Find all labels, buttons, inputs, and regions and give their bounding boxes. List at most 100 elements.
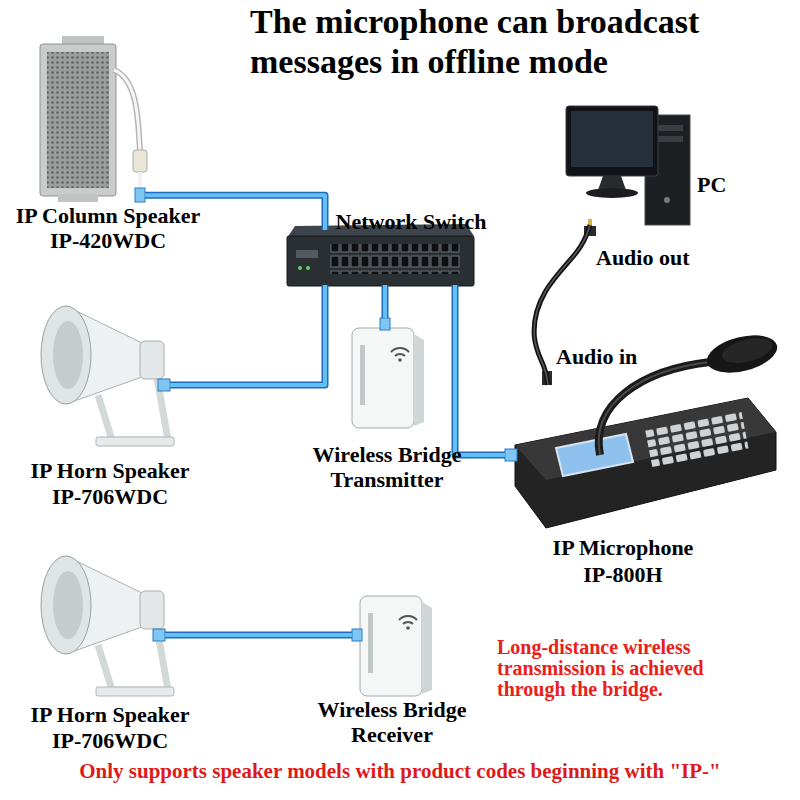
monitor-base [586,188,638,198]
horn-speaker: IP Horn SpeakerIP-706WDC [40,560,165,695]
wireless-bridge: Wireless Bridge Transmitter [345,318,425,430]
audio-cable [534,225,590,385]
switch-front [287,236,474,286]
device-label: IP Horn Speaker [31,458,190,483]
wifi-arc [395,354,405,356]
monitor-stand [598,176,626,190]
network-cable [170,285,325,385]
speaker-grill [47,52,109,188]
diagram-title: The microphone can broadcast messages in… [250,2,770,82]
horn-mouth [41,306,91,404]
wifi-arc [399,616,417,620]
horn-mouth [41,556,91,654]
horn-throat [53,321,83,389]
network-cable [145,195,325,230]
network-cable-core [165,633,352,637]
horn-driver [140,591,164,629]
network-cable [165,635,352,636]
network-cable [165,632,352,639]
wifi-arc [391,348,409,352]
caption-note: Only supports speaker models with produc… [79,759,721,784]
switch-led [298,266,302,270]
device-label: Wireless Bridge Transmitter [300,442,475,492]
signal-label: Audio out [596,245,690,270]
bridge-strip [368,613,373,673]
wireless-bridge-art [352,318,424,428]
horn-speaker-art [41,556,174,696]
horn-base [96,687,174,696]
pc: PC [565,105,690,225]
wifi-arc [403,622,413,624]
mic-base [515,398,776,528]
wireless-bridge-art [360,596,432,696]
bridge-strip [360,345,365,405]
wire-splitter [133,150,147,172]
network-cable [385,285,386,318]
pc-art [566,106,690,236]
bridge-body [352,328,414,428]
wifi-dot [398,358,402,362]
horn-driver [140,341,164,379]
audio-cable [534,225,590,385]
mic-screen [556,434,633,476]
wireless-bridge: Wireless Bridge Receiver [352,595,427,695]
rj45-plug [352,629,362,641]
mic-keypad [645,411,749,469]
power-wire [114,70,140,150]
rj45-plug [505,449,517,461]
network-cable [145,195,325,230]
network-switch: Network Switch [287,230,472,285]
rj45-plug [380,318,390,330]
bridge-side [422,602,432,694]
signal-label: Audio in [556,344,637,369]
monitor-screen [571,111,653,167]
device-label: IP-800H [583,562,662,587]
note-text: Long-distance wireless transmission is a… [497,637,759,700]
rj45-plug [153,629,165,641]
network-cable-core [145,195,325,230]
device-label: IP Column Speaker [16,203,201,228]
device-label: IP-706WDC [52,728,168,753]
device-label: IP-420WDC [50,228,166,253]
rj45-plug [158,379,170,391]
ip-microphone-art [505,329,781,528]
audio-cable-core [534,225,590,385]
monitor-frame [566,106,658,176]
device-label: Network Switch [336,209,487,234]
device-label: IP Microphone [553,535,694,560]
horn-speaker: IP Horn SpeakerIP-706WDC [40,310,170,450]
horn-base [96,437,174,446]
network-cable-core [170,285,325,385]
bridge-body [360,596,422,696]
network-cable [455,285,505,455]
speaker-body [40,44,116,196]
power-wire [138,172,142,188]
power-button [664,197,670,203]
network-switch-art [287,224,474,286]
network-cable-core [383,285,387,318]
device-label: IP-706WDC [52,484,168,509]
rj45-plug [135,188,145,202]
network-cable [170,285,325,385]
device-label: IP Horn Speaker [31,702,190,727]
network-cable [455,285,505,455]
column-speaker-art [40,36,147,202]
network-cable-core [455,285,505,455]
device-label: Wireless Bridge Receiver [305,697,480,747]
switch-plate [296,250,318,258]
wifi-dot [406,626,410,630]
horn-throat [53,571,83,639]
switch-ports [330,244,460,274]
column-speaker: IP Column SpeakerIP-420WDC [25,40,145,200]
mic-top [515,398,776,480]
device-label: PC [697,172,726,197]
mic-head [703,329,781,379]
ip-microphone: IP MicrophoneIP-800H [505,385,775,525]
speaker-bracket [58,194,98,202]
mic-mesh [719,334,775,368]
network-cable [382,285,389,318]
switch-led [306,266,310,270]
gooseneck [599,362,710,455]
